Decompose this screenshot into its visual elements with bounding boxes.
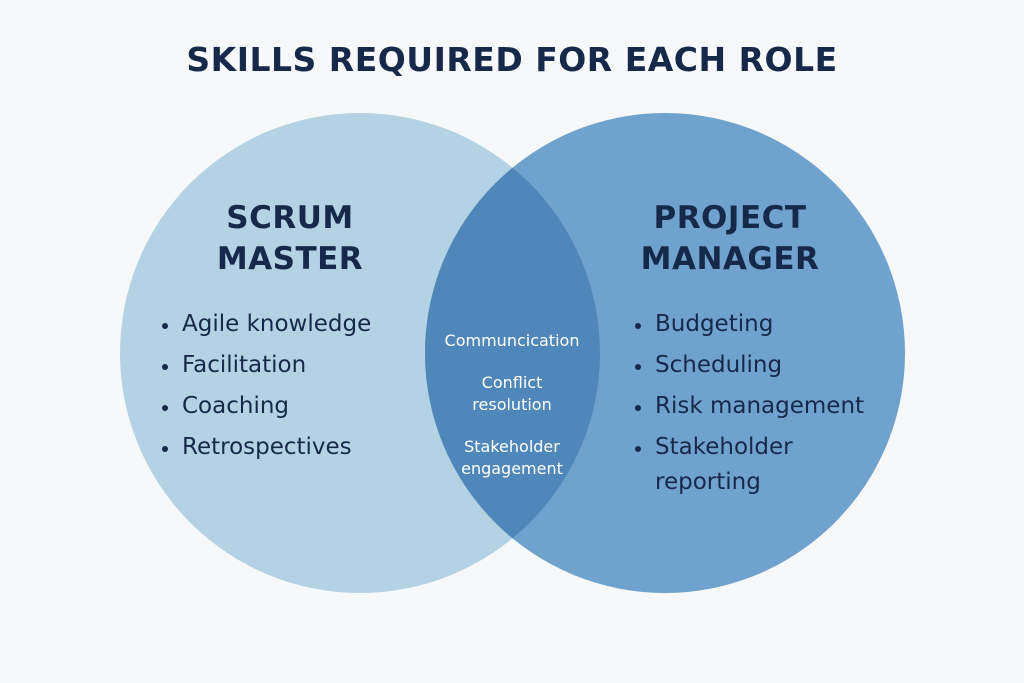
shared-skill: Communcication: [444, 331, 580, 350]
list-item: Retrospectives: [160, 430, 371, 465]
list-item: Stakeholder reporting: [633, 430, 805, 500]
shared-skill: Conflict resolution: [472, 373, 552, 414]
diagram-title: SKILLS REQUIRED FOR EACH ROLE: [186, 40, 838, 79]
overlap-region: [425, 113, 600, 593]
shared-skill: Stakeholder engagement: [461, 437, 563, 478]
project-manager-heading: PROJECT MANAGER: [640, 200, 820, 277]
list-item: Agile knowledge: [160, 307, 371, 342]
project-manager-skills: Budgeting Scheduling Risk management Sta…: [633, 307, 883, 506]
scrum-master-heading: SCRUM MASTER: [216, 200, 364, 277]
scrum-master-skills: Agile knowledge Facilitation Coaching Re…: [160, 307, 371, 471]
list-item: Budgeting: [633, 307, 883, 342]
list-item: Scheduling: [633, 348, 883, 383]
list-item: Coaching: [160, 389, 371, 424]
shared-skills: Communcication Conflict resolution Stake…: [427, 330, 597, 500]
list-item: Risk management: [633, 389, 883, 424]
list-item: Facilitation: [160, 348, 371, 383]
